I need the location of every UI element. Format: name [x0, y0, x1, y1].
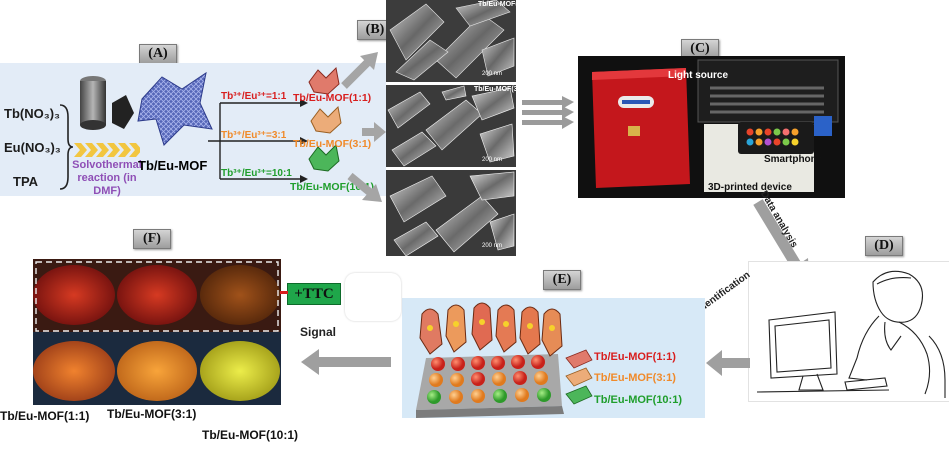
label-f: (F): [133, 229, 171, 249]
device-photo: Light source Smartphone 3D-printed devic…: [578, 56, 845, 198]
smartphone-label: Smartphone: [764, 154, 823, 165]
ttc-blank-box: [345, 273, 401, 321]
arrow-e-to-f: [301, 349, 391, 375]
label-a: (A): [139, 44, 177, 64]
sensor-array-icon: [416, 302, 593, 418]
crystal-1-1-icon: [308, 66, 340, 95]
legend-1-1: Tb/Eu-MOF(1:1): [594, 351, 676, 363]
reagent-tb-nitrate: Tb(NO₃)₃: [4, 106, 61, 121]
signal-text: Signal: [300, 325, 337, 339]
process-text: Solvothermal reaction (in DMF): [72, 159, 142, 197]
brace-icon: [59, 104, 74, 190]
branch-lines: [208, 99, 308, 183]
product-10-1: Tb/Eu-MOF(10:1): [290, 181, 374, 193]
synthesis-panel: Tb(NO₃)₃ Eu(NO₃)₃ TPA Solvothermal react…: [0, 63, 386, 197]
ttc-pointer-icon: [280, 291, 288, 294]
legend-10-1: Tb/Eu-MOF(10:1): [594, 394, 682, 406]
sem-images: [386, 0, 516, 257]
arrows-b-to-c: [522, 96, 574, 129]
label-d: (D): [865, 236, 903, 256]
sem-scale-2: 200 nm: [482, 157, 503, 163]
mof-label: Tb/Eu-MOF: [138, 158, 208, 173]
legend-3-1: Tb/Eu-MOF(3:1): [594, 372, 676, 384]
arrows-a-to-b: [341, 52, 386, 202]
process-arrows-icon: [74, 143, 140, 157]
sem-scale-1: 200 nm: [482, 71, 503, 77]
autoclave-icon: [80, 76, 134, 130]
product-3-1: Tb/Eu-MOF(3:1): [293, 138, 372, 150]
caption-3-1: Tb/Eu-MOF(3:1): [107, 407, 197, 421]
device-label: 3D-printed device: [708, 182, 792, 193]
mof-structure-icon: [137, 71, 213, 146]
ttc-badge: +TTC: [287, 283, 341, 305]
crystal-10-1-icon: [308, 143, 340, 172]
caption-1-1: Tb/Eu-MOF(1:1): [0, 409, 90, 423]
well-photo: [33, 259, 281, 405]
reagent-eu-nitrate: Eu(NO₃)₃: [4, 140, 61, 155]
ratio-10-1: Tb³⁺/Eu³⁺=10:1: [221, 168, 292, 179]
arrow-d-to-e: [706, 350, 750, 376]
ratio-1-1: Tb³⁺/Eu³⁺=1:1: [221, 91, 287, 102]
light-source-label: Light source: [668, 70, 729, 81]
label-e: (E): [543, 270, 581, 290]
crystal-3-1-icon: [310, 105, 342, 134]
analysis-panel: [748, 261, 949, 402]
reagent-tpa: TPA: [13, 174, 39, 189]
sem-caption-2: Tb/Eu-MOF(3:1): [474, 86, 527, 93]
sem-caption-1: Tb/Eu-MOF(1:1): [478, 1, 531, 8]
caption-10-1: Tb/Eu-MOF(10:1): [202, 428, 298, 442]
sem-scale-3: 200 nm: [482, 243, 503, 249]
ratio-3-1: Tb³⁺/Eu³⁺=3:1: [221, 130, 287, 141]
product-1-1: Tb/Eu-MOF(1:1): [293, 92, 372, 104]
label-c: (C): [681, 39, 719, 59]
person-sketch-icon: [756, 270, 946, 398]
